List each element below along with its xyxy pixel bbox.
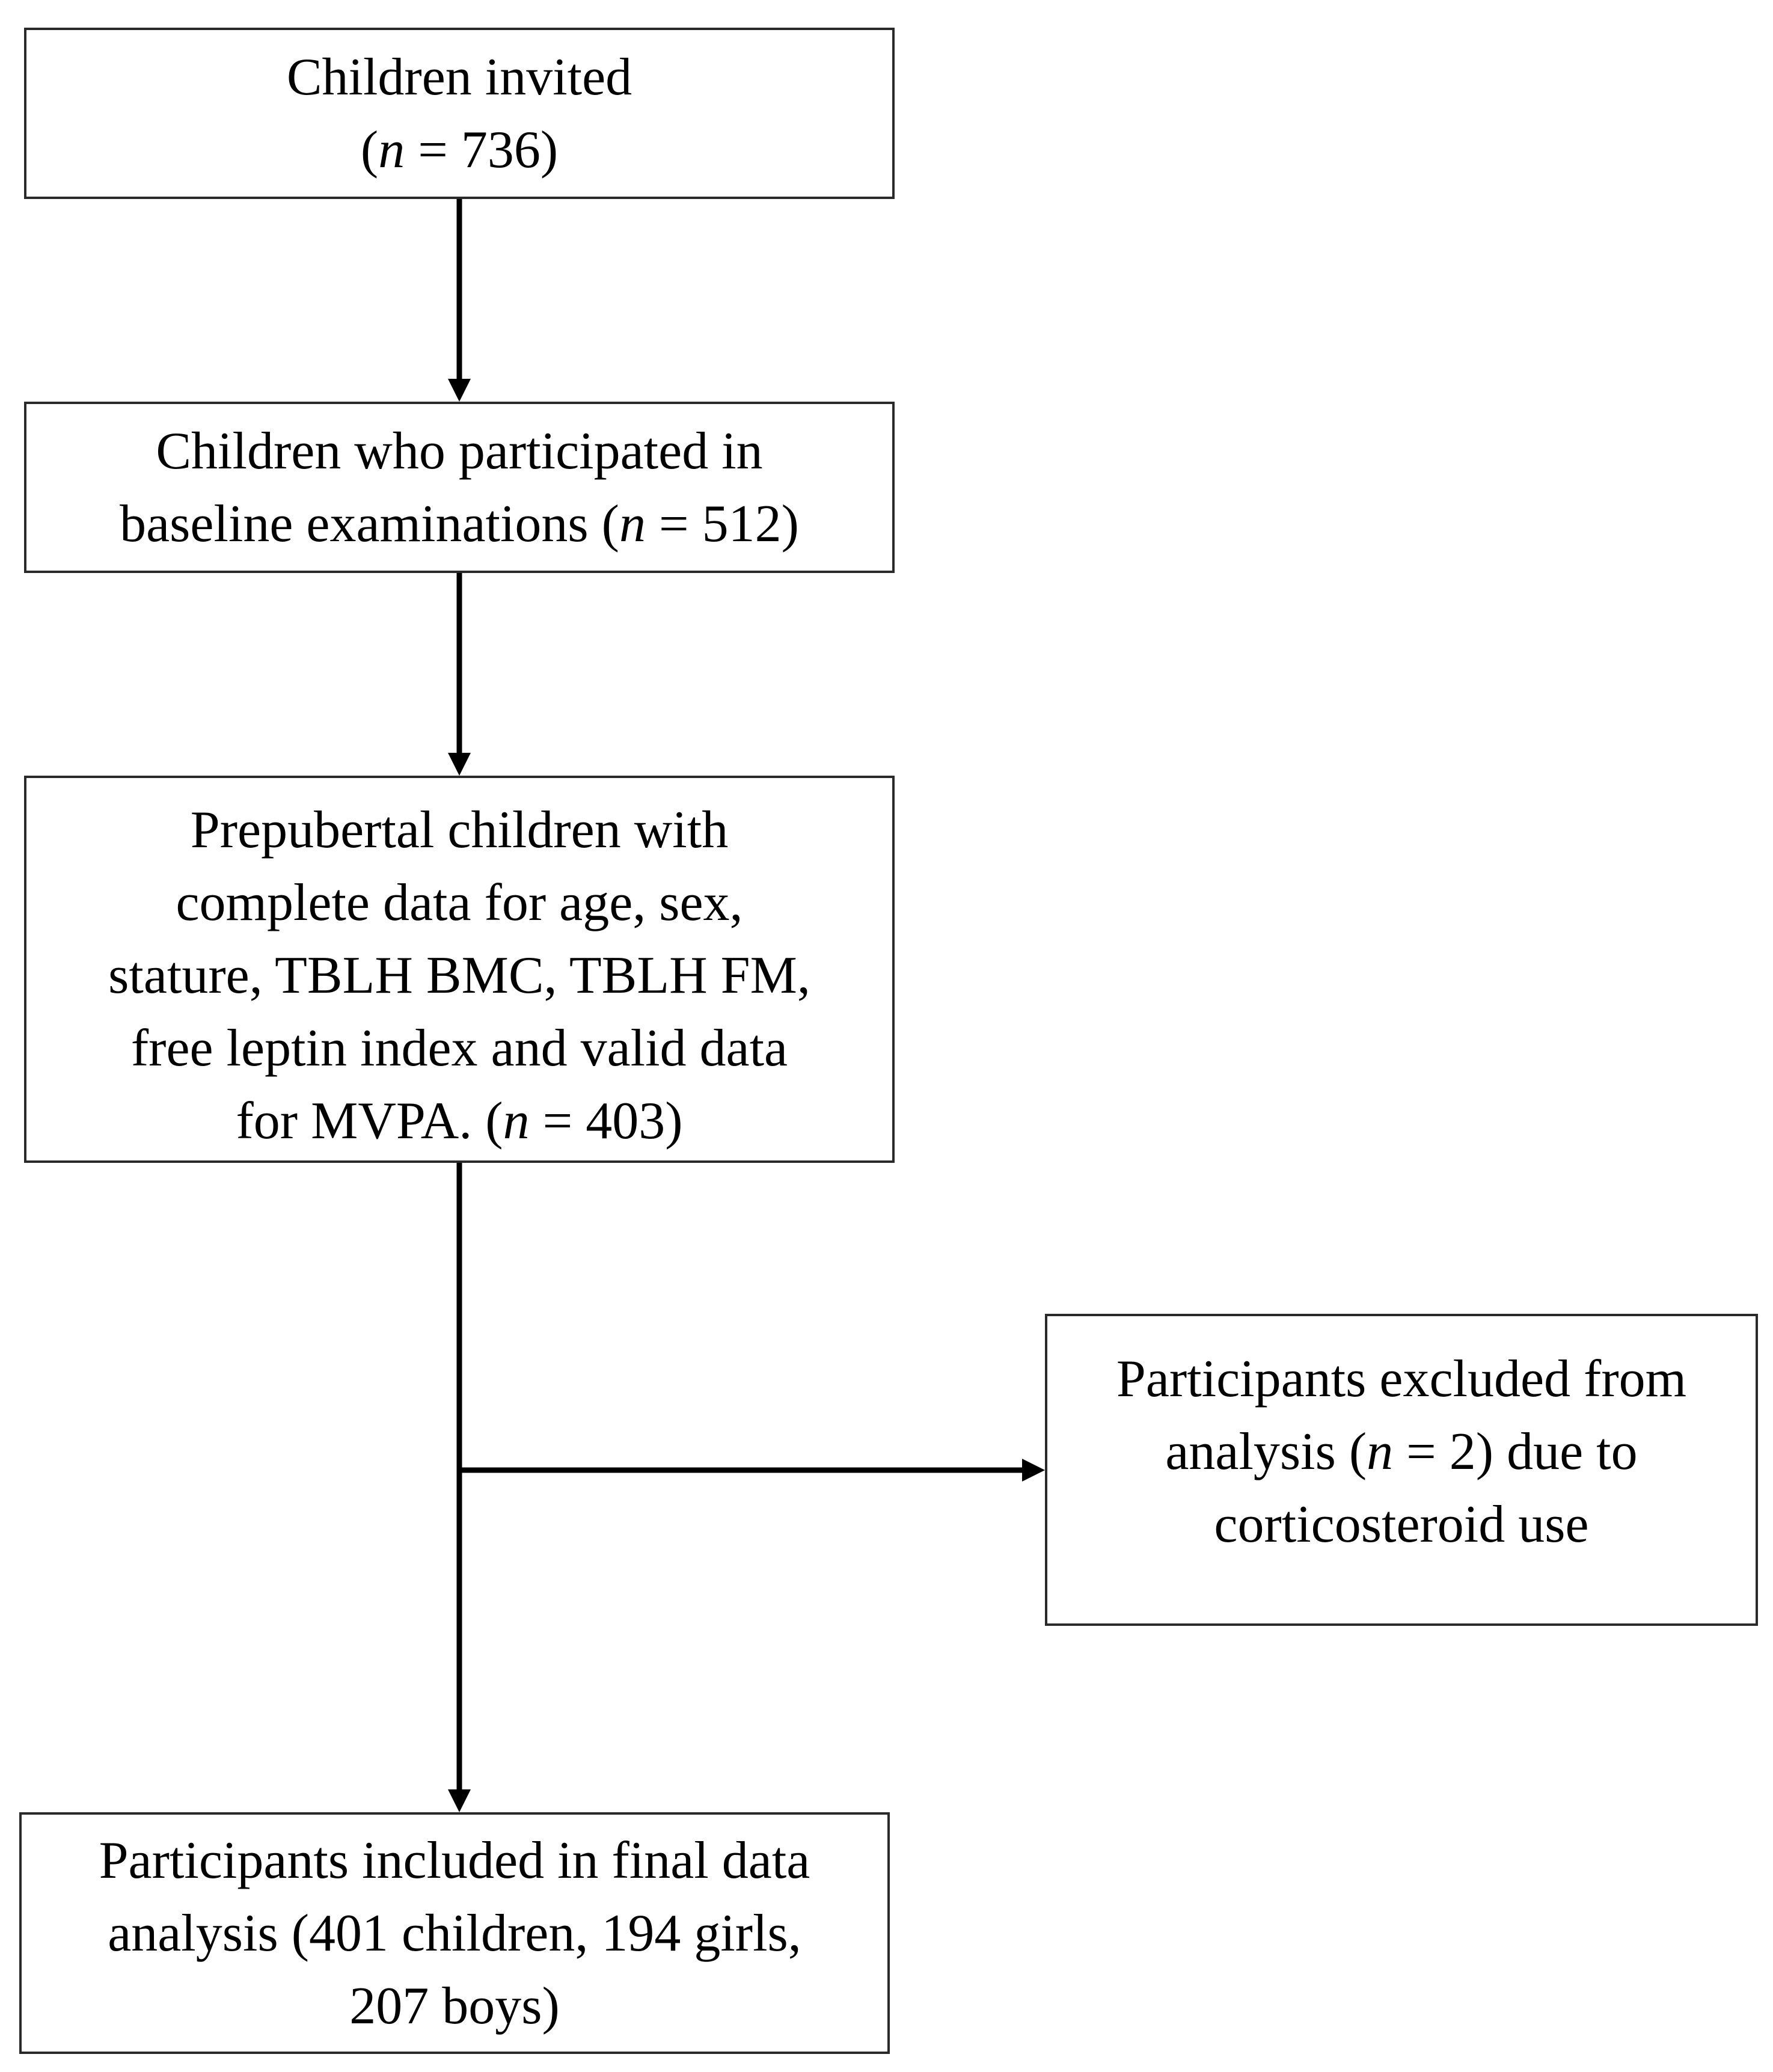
box-text: Prepubertal children with complete data … (90, 794, 828, 1157)
box-text: Participants included in final data anal… (81, 1824, 828, 2043)
arrowhead-down-icon (448, 753, 471, 776)
box-line: analysis (n = 2) due to (1165, 1423, 1638, 1481)
box-line: (n = 736) (360, 120, 559, 179)
box-children-invited: Children invited (n = 736) (24, 28, 895, 199)
box-line: Participants excluded from (1116, 1350, 1687, 1408)
arrowhead-right-icon (1022, 1459, 1045, 1482)
box-line: Children who participated in (156, 421, 763, 480)
box-line: corticosteroid use (1214, 1495, 1589, 1554)
box-line: 207 boys) (349, 1976, 560, 2035)
box-line: analysis (401 children, 194 girls, (108, 1904, 801, 1963)
box-line: Prepubertal children with (190, 801, 729, 859)
box-prepubertal-complete-data: Prepubertal children with complete data … (24, 776, 895, 1163)
box-line: Children invited (286, 48, 632, 106)
box-line: complete data for age, sex, (176, 874, 743, 932)
box-excluded-participants: Participants excluded from analysis (n =… (1045, 1314, 1758, 1626)
box-line: free leptin index and valid data (130, 1019, 788, 1077)
box-line: for MVPA. (n = 403) (236, 1092, 683, 1150)
box-final-analysis: Participants included in final data anal… (19, 1812, 890, 2054)
box-text: Children invited (n = 736) (269, 41, 650, 186)
box-line: baseline examinations (n = 512) (120, 494, 799, 553)
box-text: Children who participated in baseline ex… (102, 415, 817, 560)
arrowhead-down-icon (448, 379, 471, 402)
box-line: stature, TBLH BMC, TBLH FM, (108, 946, 810, 1005)
box-text: Participants excluded from analysis (n =… (1098, 1343, 1704, 1561)
box-baseline-participants: Children who participated in baseline ex… (24, 402, 895, 573)
box-line: Participants included in final data (99, 1831, 810, 1890)
arrowhead-down-icon (448, 1789, 471, 1812)
